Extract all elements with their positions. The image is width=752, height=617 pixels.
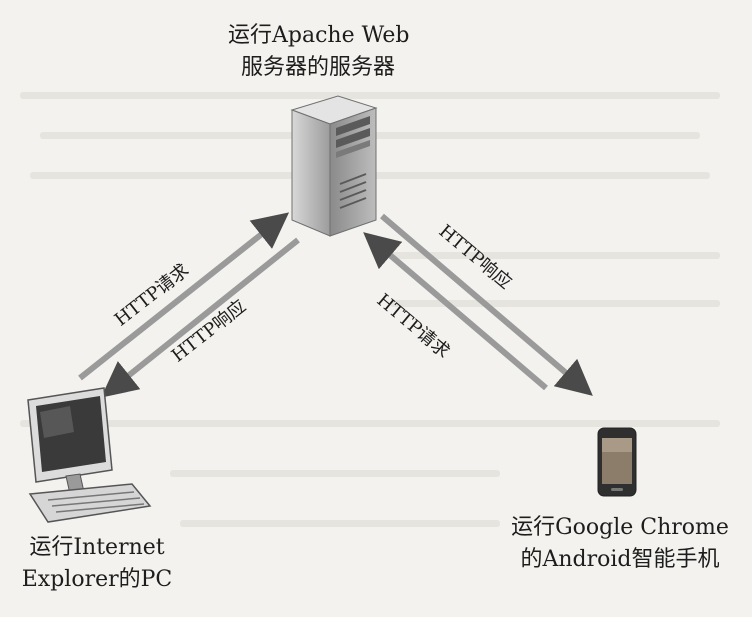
background-texture bbox=[20, 92, 720, 99]
phone-label-line1: 运行Google Chrome bbox=[511, 515, 729, 540]
pc-icon bbox=[27, 387, 152, 523]
server-icon bbox=[290, 95, 378, 237]
background-texture bbox=[390, 300, 720, 307]
server-label-line1: 运行Apache Web bbox=[228, 23, 410, 48]
background-texture bbox=[20, 420, 720, 427]
arrow-pc-request bbox=[78, 212, 290, 381]
phone-label: 运行Google Chrome 的Android智能手机 bbox=[500, 512, 740, 576]
smartphone-icon bbox=[597, 427, 637, 497]
phone-label-line2: 的Android智能手机 bbox=[520, 547, 720, 572]
arrow-phone-request bbox=[363, 232, 548, 391]
arrow-phone-response bbox=[380, 213, 593, 396]
background-texture bbox=[380, 252, 720, 259]
background-texture bbox=[170, 470, 500, 477]
pc-label-line1: 运行Internet bbox=[29, 535, 165, 560]
server-label: 运行Apache Web 服务器的服务器 bbox=[228, 20, 410, 84]
background-texture bbox=[180, 520, 500, 527]
pc-label: 运行Internet Explorer的PC bbox=[12, 532, 182, 596]
arrow-pc-response bbox=[100, 237, 300, 398]
pc-label-line2: Explorer的PC bbox=[21, 567, 173, 592]
server-label-line2: 服务器的服务器 bbox=[240, 55, 395, 80]
